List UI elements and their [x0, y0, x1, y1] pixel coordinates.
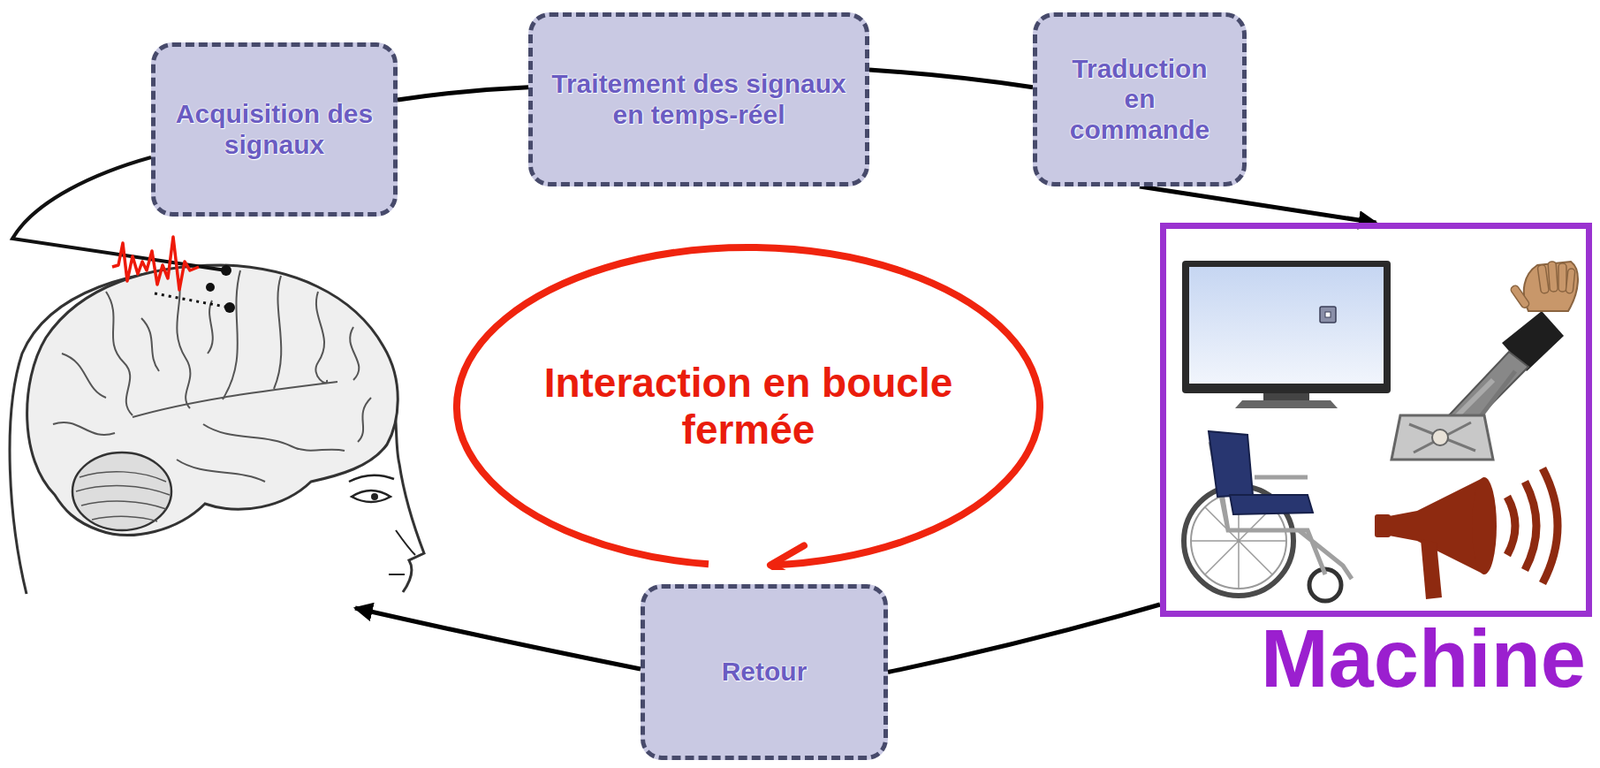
box-label: Traitement des signaux en temps-réel [550, 68, 848, 130]
wheelchair [1183, 431, 1352, 601]
megaphone [1374, 468, 1558, 600]
connector [1139, 186, 1377, 223]
tv-neck [1263, 393, 1310, 401]
machine-frame: Machine [1160, 222, 1593, 617]
loop-arc [456, 247, 1040, 565]
tv-bezel [1182, 260, 1391, 394]
tv-screen [1189, 266, 1384, 384]
electrode [220, 265, 232, 276]
screen-cursor [1319, 306, 1336, 323]
process-box: Acquisition des signaux [151, 42, 398, 217]
loop-ellipse: Interaction en boucle fermée [452, 242, 1045, 570]
process-box: Traitement des signaux en temps-réel [528, 12, 870, 187]
box-label: Retour [662, 656, 866, 688]
pupil [371, 492, 379, 501]
feedback-arrow [355, 607, 641, 669]
brain-gyri [53, 270, 372, 482]
electrode [205, 282, 215, 292]
connector [397, 87, 529, 100]
cerebellum-folds [75, 471, 170, 522]
electrode-wire-dotted [154, 293, 230, 308]
nose-mouth [388, 530, 416, 575]
box-label: Acquisition des signaux [172, 98, 378, 160]
loop-arrowhead [770, 545, 804, 570]
tv-base [1235, 400, 1338, 409]
eyebrow [348, 475, 395, 482]
electrode [224, 302, 236, 313]
machine-pictures [1182, 260, 1578, 601]
connector [869, 69, 1033, 88]
brain-outline [27, 265, 399, 535]
machine-heading: Machine [1260, 617, 1586, 699]
brain-illustration [9, 157, 425, 594]
process-box: Traduction en commande [1032, 12, 1247, 187]
loop-label: Interaction en boucle fermée [540, 359, 956, 454]
connector [887, 604, 1161, 673]
cerebellum [72, 452, 172, 531]
prosthetic-arm [1391, 261, 1578, 460]
eeg-signal [112, 236, 199, 290]
box-label: Traduction en commande [1059, 53, 1221, 146]
eye [351, 490, 391, 502]
loop-outline [452, 242, 1045, 570]
feedback-box: Retour [640, 583, 888, 760]
screen-cursor-dot [1325, 311, 1331, 318]
